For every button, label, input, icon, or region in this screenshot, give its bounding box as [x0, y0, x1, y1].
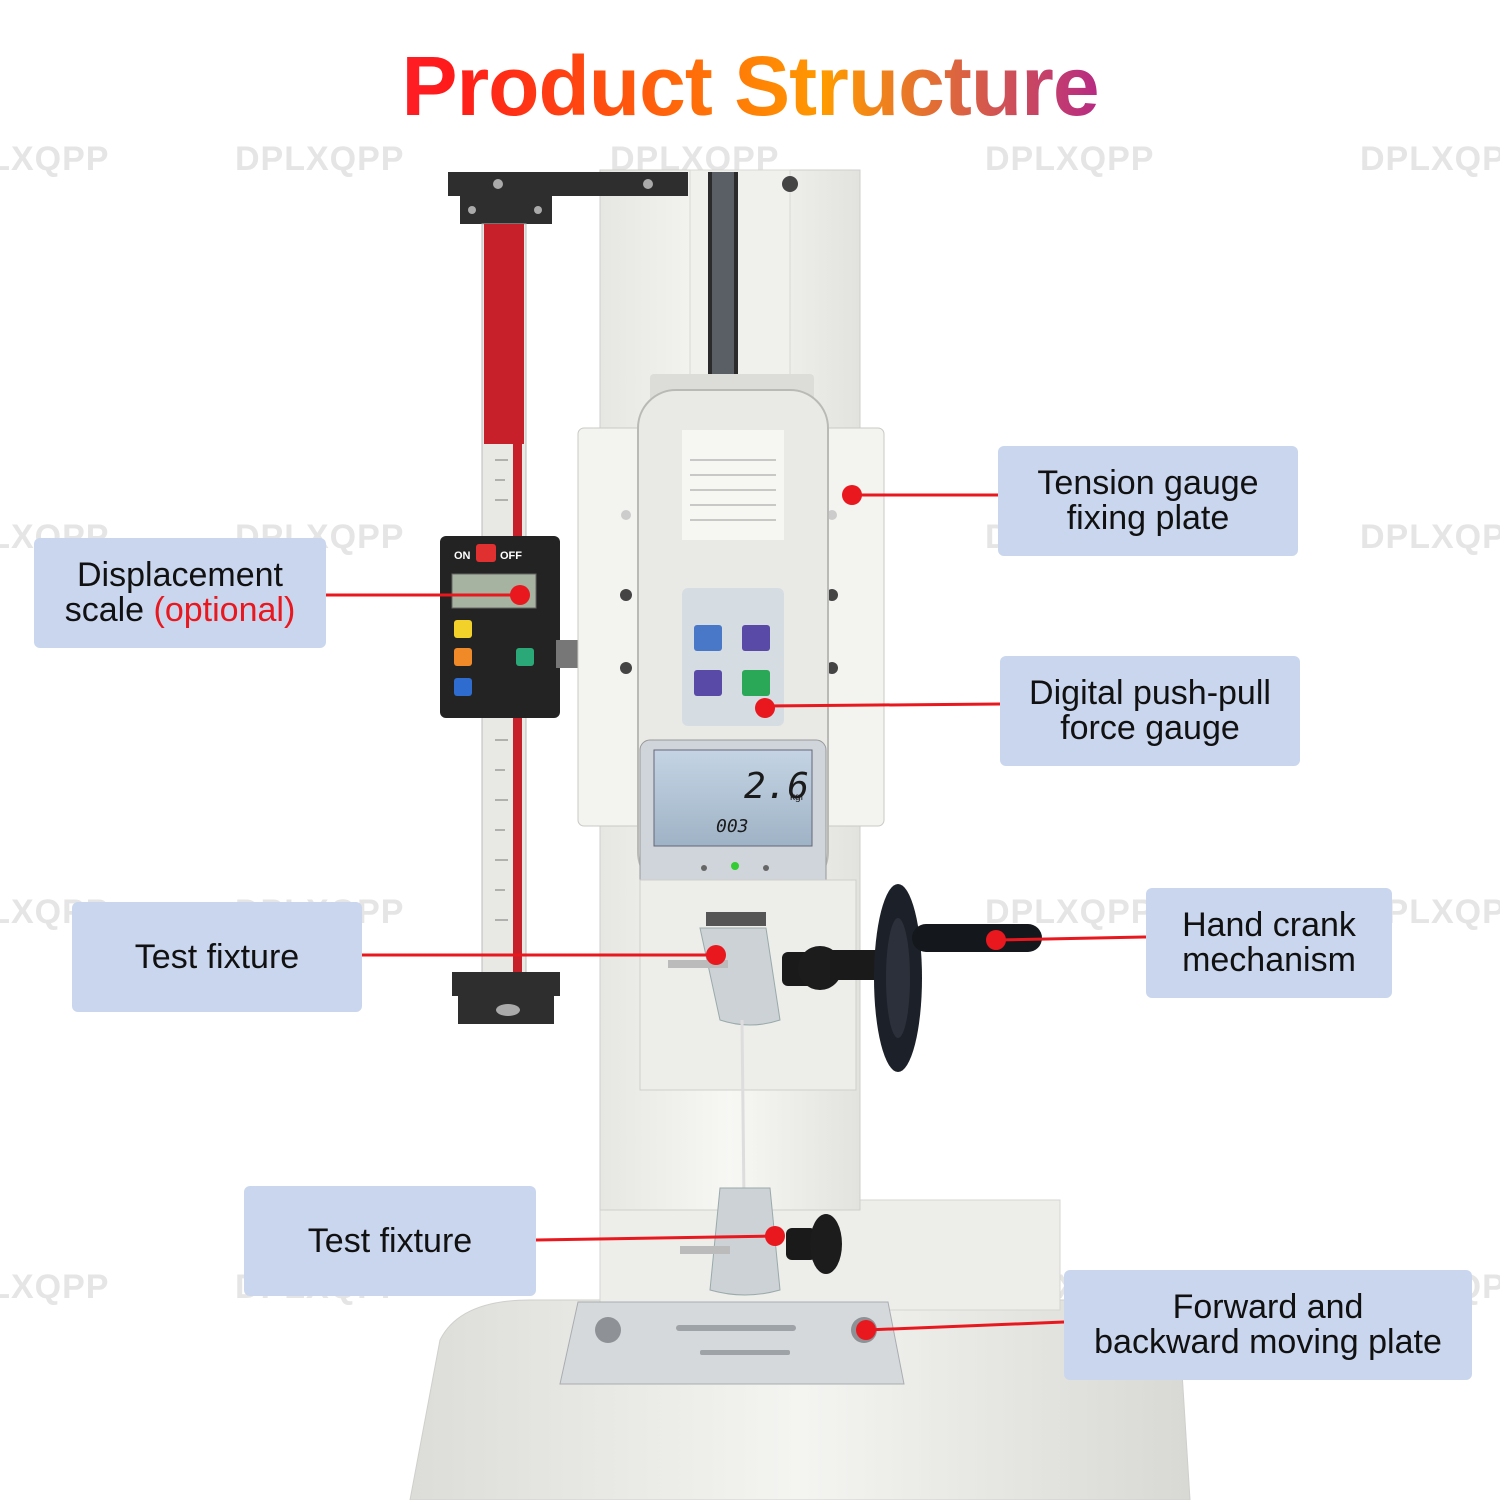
callout-force-gauge: Digital push-pull force gauge: [1000, 656, 1300, 766]
callout-line: fixing plate: [1066, 499, 1230, 537]
force-gauge: 2.6 kgf 003: [637, 374, 829, 891]
callout-line: Hand crank: [1182, 906, 1356, 944]
off-label: OFF: [500, 550, 522, 562]
callout-tension-plate: Tension gauge fixing plate: [998, 446, 1298, 556]
callout-test-fixture-bottom: Test fixture: [244, 1186, 536, 1296]
watermark: DPLXQPP: [0, 140, 110, 178]
lcd-sub-value: 003: [716, 816, 749, 837]
callout-hand-crank: Hand crank mechanism: [1146, 888, 1392, 998]
watermark: DPLXQPP: [985, 140, 1155, 178]
watermark: DPLXQPP: [1360, 518, 1500, 556]
ruler-bottom-bracket: [452, 972, 560, 1024]
page-title: Product Structure: [0, 38, 1500, 135]
watermark: DPLXQPP: [235, 140, 405, 178]
watermark: DPLXQPP: [1360, 140, 1500, 178]
callout-line: Test fixture: [134, 937, 300, 976]
callout-line: backward moving plate: [1094, 1323, 1442, 1361]
callout-line: mechanism: [1182, 941, 1356, 979]
callout-test-fixture-top: Test fixture: [72, 902, 362, 1012]
bottom-test-fixture: [680, 1187, 842, 1296]
lcd-unit: kgf: [790, 792, 804, 803]
callout-line: Displacement: [77, 556, 283, 594]
callout-line: Forward and: [1172, 1288, 1364, 1326]
callout-moving-plate: Forward and backward moving plate: [1064, 1270, 1472, 1380]
pointer-lines: [326, 485, 1147, 1340]
moving-plate: [559, 1301, 905, 1385]
watermark: DPLXQPP: [0, 1268, 110, 1306]
callout-line: force gauge: [1060, 709, 1240, 747]
displacement-readout: ON OFF: [440, 536, 578, 718]
top-bracket: [448, 172, 688, 224]
hand-wheel: [830, 884, 1042, 1072]
callout-line: Test fixture: [307, 1221, 473, 1260]
lcd-main-value: 2.6: [744, 766, 809, 807]
on-label: ON: [454, 550, 471, 562]
callout-displacement-scale: Displacement scale (optional): [34, 538, 326, 648]
callout-line: Tension gauge: [1037, 464, 1259, 502]
optional-tag: (optional): [153, 591, 296, 629]
callout-line: scale: [64, 591, 154, 629]
callout-line: Digital push-pull: [1029, 674, 1271, 712]
